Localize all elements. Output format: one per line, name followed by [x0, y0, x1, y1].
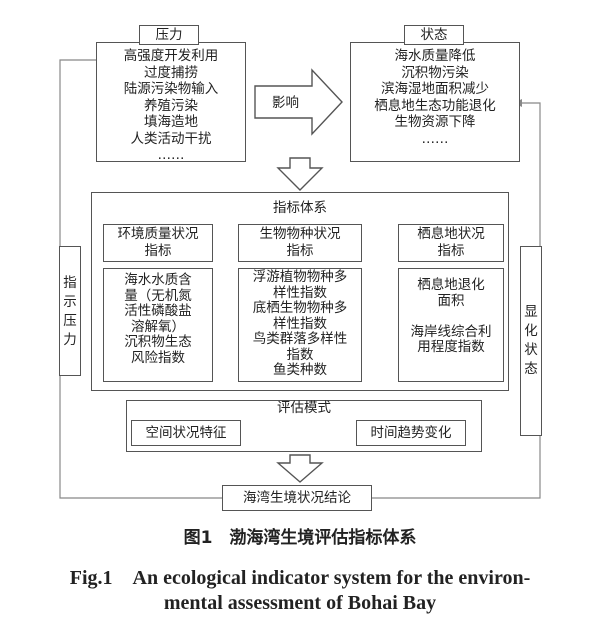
side-char: 指	[63, 275, 77, 291]
side-char: 化	[524, 323, 538, 339]
indicator-item: 溶解氧）	[131, 318, 185, 335]
pressure-title: 压力	[155, 27, 183, 43]
column-header-line: 指标	[144, 243, 172, 259]
figure-caption-en-line1: Fig.1 An ecological indicator system for…	[69, 567, 531, 589]
show-state-box	[520, 246, 542, 436]
column-header-line: 指标	[286, 243, 314, 259]
down-arrow-2	[276, 454, 324, 483]
state-item: 栖息地生态功能退化	[374, 97, 496, 114]
indicator-item: 鱼类种数	[273, 362, 327, 378]
indicator-system-title: 指标体系	[273, 200, 327, 216]
conclusion-label: 海湾生境状况结论	[243, 490, 351, 506]
bio-species-header-box	[238, 224, 362, 262]
state-title-box	[404, 25, 464, 45]
pressure-box	[96, 42, 246, 162]
side-char: 态	[524, 361, 538, 377]
pressure-item: 陆源污染物输入	[123, 81, 219, 97]
influence-arrow	[254, 68, 343, 136]
bio-species-header: 生物物种状况指标	[238, 226, 362, 260]
state-title: 状态	[420, 27, 448, 43]
indicator-item: 样性指数	[273, 315, 327, 332]
indicator-item: 指数	[286, 346, 314, 363]
indicator-item: 鸟类群落多样性	[252, 331, 348, 347]
column-header-line: 指标	[437, 243, 465, 259]
indicator-item: 底栖生物物种多	[252, 300, 348, 316]
state-item: 海水质量降低	[394, 48, 476, 64]
indicator-item: 风险指数	[131, 349, 185, 366]
influence-label: 影响	[272, 95, 299, 111]
env-quality-header: 环境质量状况指标	[103, 226, 213, 260]
indicator-item: 量（无机氮	[124, 287, 192, 304]
bio-species-items: 浮游植物物种多样性指数底栖生物物种多样性指数鸟类群落多样性指数鱼类种数	[238, 269, 362, 379]
env-quality-items: 海水水质含量（无机氮活性磷酸盐溶解氧）沉积物生态风险指数	[103, 272, 213, 366]
state-item: ……	[421, 130, 449, 147]
state-item: 滨海湿地面积减少	[381, 81, 489, 97]
habitat-items-box	[398, 268, 504, 382]
state-item: 生物资源下降	[394, 114, 476, 130]
pressure-title-box	[139, 25, 199, 45]
side-char: 示	[63, 294, 77, 310]
show-state-label: 显化状态	[520, 303, 542, 379]
pressure-item: 人类活动干扰	[130, 130, 212, 147]
indicator-item: 面积	[437, 292, 465, 309]
habitat-items: 栖息地退化面积海岸线综合利用程度指数	[398, 277, 504, 356]
indicator-item: 活性磷酸盐	[124, 303, 192, 319]
figure-caption-cn: 图1 渤海湾生境评估指标体系	[183, 528, 417, 548]
bio-species-items-box	[238, 268, 362, 382]
pressure-item: 养殖污染	[144, 97, 198, 114]
indicator-item: 海水水质含	[124, 272, 192, 288]
state-item: 沉积物污染	[401, 64, 469, 81]
indicator-item: 用程度指数	[417, 339, 485, 355]
column-header-line: 环境质量状况	[117, 226, 199, 242]
pressure-list: 高强度开发利用过度捕捞陆源污染物输入养殖污染填海造地人类活动干扰……	[96, 48, 246, 164]
indicator-item: 沉积物生态	[124, 334, 192, 350]
state-list: 海水质量降低沉积物污染滨海湿地面积减少栖息地生态功能退化生物资源下降……	[350, 48, 520, 147]
temporal-label: 时间趋势变化	[370, 425, 452, 441]
side-char: 力	[63, 332, 77, 348]
pressure-item: 填海造地	[144, 114, 198, 130]
env-quality-items-box	[103, 268, 213, 382]
spatial-label: 空间状况特征	[145, 425, 227, 441]
indicate-pressure-box	[59, 246, 81, 376]
habitat-header: 栖息地状况指标	[398, 226, 504, 260]
down-arrow-1	[276, 157, 324, 191]
side-char: 压	[63, 313, 77, 329]
pressure-item: ……	[157, 147, 185, 163]
figure-caption-en-line2: mental assessment of Bohai Bay	[163, 592, 437, 614]
side-char: 显	[524, 304, 538, 320]
indicator-item: 样性指数	[273, 284, 327, 301]
conclusion-box	[222, 485, 372, 511]
temporal-box	[356, 420, 466, 446]
column-header-line: 栖息地状况	[417, 226, 485, 242]
pressure-item: 过度捕捞	[144, 64, 198, 81]
env-quality-header-box	[103, 224, 213, 262]
pressure-item: 高强度开发利用	[123, 48, 219, 64]
indicator-item: 栖息地退化	[417, 277, 485, 293]
indicator-item	[398, 309, 504, 325]
indicator-item: 海岸线综合利	[410, 323, 492, 340]
spatial-box	[131, 420, 241, 446]
side-char: 状	[524, 342, 538, 358]
indicate-pressure-label: 指示压力	[59, 274, 81, 350]
evaluation-title: 评估模式	[277, 400, 331, 416]
habitat-header-box	[398, 224, 504, 262]
column-header-line: 生物物种状况	[259, 226, 341, 242]
indicator-item: 浮游植物物种多	[252, 269, 348, 285]
